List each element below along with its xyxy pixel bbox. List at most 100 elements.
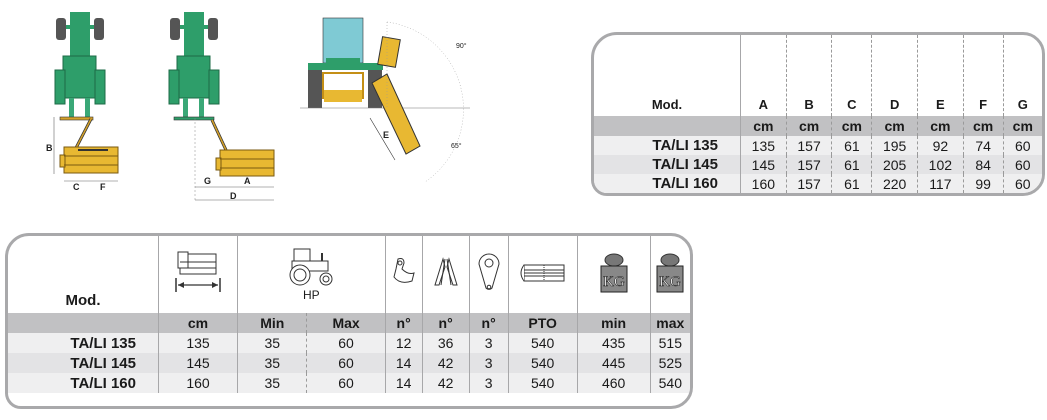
value-cell: 60 [306, 373, 386, 393]
value-cell: 160 [158, 373, 238, 393]
value-cell: 35 [236, 333, 307, 353]
value-cell: 84 [962, 155, 1004, 174]
units-row: cm cm cm cm cm cm cm [594, 116, 1042, 136]
value-cell: 102 [917, 155, 964, 174]
value-cell: 60 [306, 333, 386, 353]
unit-cell: cm [785, 116, 832, 136]
weight-kg-icon-max: KG [649, 236, 690, 313]
unit-cell: Min [236, 313, 307, 333]
col-header-e: E [917, 35, 964, 116]
model-name: TA/LI 145 [594, 155, 741, 174]
value-cell: 220 [871, 174, 918, 193]
value-cell: 3 [468, 333, 509, 353]
weight-kg-icon-min: KG [576, 236, 651, 313]
specs-table: Mod. [5, 233, 693, 409]
value-cell: 435 [576, 333, 651, 353]
value-cell: 117 [917, 174, 964, 193]
value-cell: 3 [468, 373, 509, 393]
value-cell: 157 [785, 174, 832, 193]
value-cell: 36 [421, 333, 470, 353]
value-cell: 60 [1002, 155, 1042, 174]
value-cell: 35 [236, 353, 307, 373]
value-cell: 540 [507, 353, 578, 373]
value-cell: 14 [384, 353, 423, 373]
hammer-blade-icon [384, 236, 423, 313]
unit-cell: cm [917, 116, 964, 136]
mower-folded [59, 116, 119, 174]
model-name: TA/LI 145 [8, 353, 159, 373]
value-cell: 135 [158, 333, 238, 353]
mod-header: Mod. [651, 97, 683, 112]
value-cell: 42 [421, 373, 470, 393]
value-cell: 135 [740, 136, 787, 155]
diagram-top-view-transport: B C F [46, 12, 119, 192]
unit-cell: PTO [507, 313, 578, 333]
kg-label: KG [603, 274, 625, 290]
angle-label-65: 65° [451, 142, 462, 150]
dim-label-c: C [73, 182, 80, 192]
value-cell: 540 [507, 373, 578, 393]
unit-cell: n° [384, 313, 423, 333]
pto-shaft-icon [507, 236, 578, 313]
tractor-top-view [168, 12, 220, 118]
model-name: TA/LI 135 [594, 136, 741, 155]
value-cell: 99 [962, 174, 1004, 193]
table-row: TA/LI 135 135 157 61 195 92 74 60 [594, 136, 1042, 155]
angle-label-90: 90° [456, 42, 467, 50]
col-header-b: B [785, 35, 832, 116]
value-cell: 540 [649, 373, 690, 393]
value-cell: 61 [831, 174, 872, 193]
value-cell: 195 [871, 136, 918, 155]
value-cell: 515 [649, 333, 690, 353]
hp-label: HP [302, 288, 320, 302]
unit-cell: cm [831, 116, 872, 136]
unit-cell: min [576, 313, 651, 333]
table-row: TA/LI 145 145 35 60 14 42 3 540 445 525 [8, 353, 690, 373]
col-header-d: D [871, 35, 918, 116]
value-cell: 157 [785, 155, 832, 174]
col-header-c: C [831, 35, 872, 116]
unit-cell: n° [468, 313, 509, 333]
dim-label-g: G [204, 176, 211, 186]
kg-label: KG [659, 274, 681, 290]
value-cell: 60 [1002, 136, 1042, 155]
unit-cell: Max [306, 313, 386, 333]
unit-cell: cm [962, 116, 1004, 136]
value-cell: 12 [384, 333, 423, 353]
value-cell: 525 [649, 353, 690, 373]
table-row: TA/LI 160 160 35 60 14 42 3 540 460 540 [8, 373, 690, 393]
y-blade-icon [421, 236, 470, 313]
col-header-f: F [962, 35, 1004, 116]
value-cell: 460 [576, 373, 651, 393]
value-cell: 205 [871, 155, 918, 174]
tractor-top-view [54, 12, 106, 118]
tractor-hp-icon: HP [237, 236, 386, 313]
unit-cell: cm [740, 116, 787, 136]
value-cell: 445 [576, 353, 651, 373]
value-cell: 60 [306, 353, 386, 373]
table-row: TA/LI 160 160 157 61 220 117 99 60 [594, 174, 1042, 193]
value-cell: 60 [1002, 174, 1042, 193]
value-cell: 35 [236, 373, 307, 393]
value-cell: 74 [962, 136, 1004, 155]
table-row: TA/LI 145 145 157 61 205 102 84 60 [594, 155, 1042, 174]
value-cell: 14 [384, 373, 423, 393]
value-cell: 61 [831, 155, 872, 174]
unit-cell: cm [1002, 116, 1042, 136]
unit-cell: max [649, 313, 690, 333]
mod-header: Mod. [65, 292, 101, 309]
dim-label-f: F [100, 182, 106, 192]
belt-link-icon [468, 236, 509, 313]
value-cell: 61 [831, 136, 872, 155]
units-row: cm Min Max n° n° n° PTO min max [8, 313, 690, 333]
value-cell: 145 [740, 155, 787, 174]
unit-cell: cm [871, 116, 918, 136]
mower-extended [173, 116, 275, 177]
model-name: TA/LI 135 [8, 333, 159, 353]
mower-arm [371, 36, 421, 155]
value-cell: 540 [507, 333, 578, 353]
col-header-a: A [740, 35, 787, 116]
mower-width-icon [158, 236, 238, 313]
dim-label-d: D [230, 191, 237, 201]
dim-label-a: A [244, 176, 251, 186]
